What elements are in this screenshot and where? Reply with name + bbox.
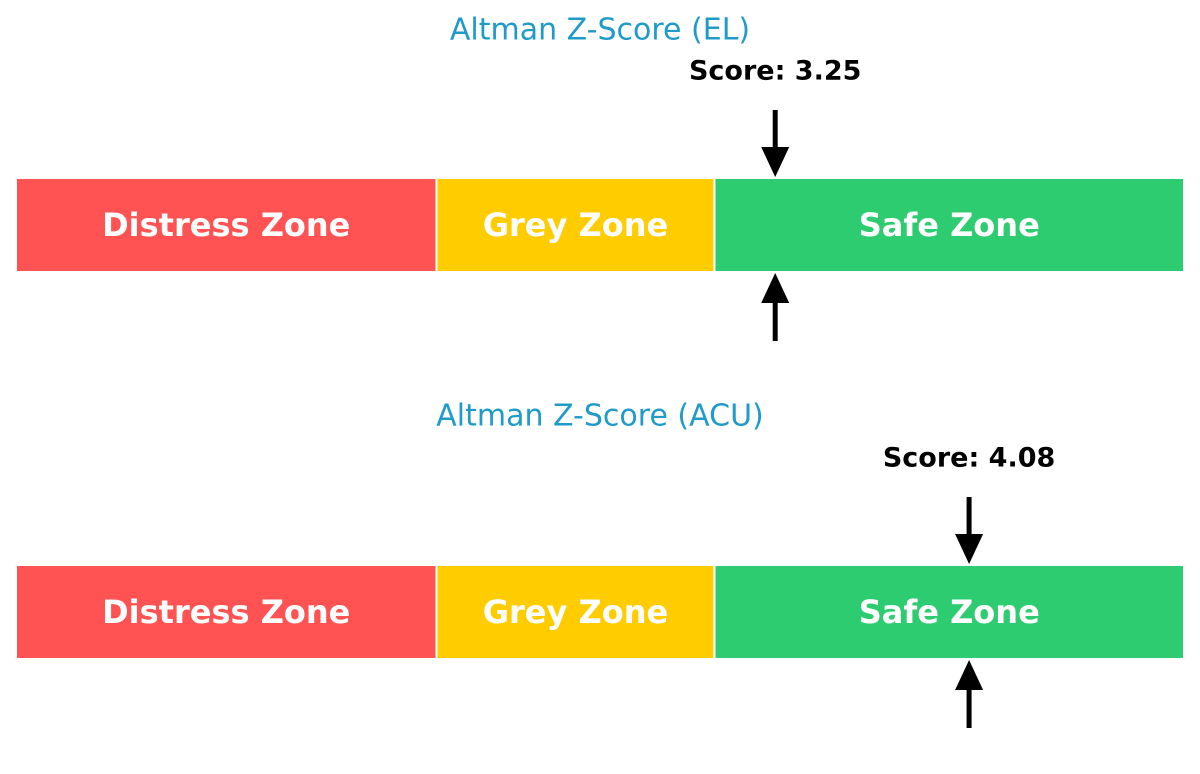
zone-bar-distress-zone xyxy=(15,564,438,660)
zone-bar-safe-zone xyxy=(713,564,1185,660)
chart-title: Altman Z-Score (ACU) xyxy=(436,399,764,434)
score-arrow-bottom-head xyxy=(955,660,984,690)
score-label: Score: 3.25 xyxy=(689,56,861,87)
score-arrow-bottom xyxy=(761,273,790,341)
score-arrow-bottom-head xyxy=(761,273,790,303)
score-label: Score: 4.08 xyxy=(883,443,1055,474)
z-score-chart-1: Altman Z-Score (ACU) Distress Zone Grey Zo… xyxy=(15,399,1185,728)
zone-label: Safe Zone xyxy=(859,593,1040,631)
chart-title: Altman Z-Score (EL) xyxy=(450,13,750,48)
score-arrow-top-head xyxy=(955,534,984,564)
z-score-chart-0: Altman Z-Score (EL) Distress Zone Grey Zon… xyxy=(15,13,1185,341)
zone-label: Distress Zone xyxy=(102,593,350,631)
zone-bar-safe-zone xyxy=(713,177,1185,273)
zone-label: Grey Zone xyxy=(483,593,668,631)
zone-label: Distress Zone xyxy=(102,206,350,244)
score-arrow-bottom xyxy=(955,660,984,728)
zone-bar-distress-zone xyxy=(15,177,438,273)
score-arrow-top xyxy=(955,497,984,564)
zone-label: Safe Zone xyxy=(859,206,1040,244)
score-arrow-top-head xyxy=(761,147,790,177)
score-arrow-top xyxy=(761,110,790,177)
zone-bar-grey-zone xyxy=(435,177,716,273)
zone-label: Grey Zone xyxy=(483,206,668,244)
